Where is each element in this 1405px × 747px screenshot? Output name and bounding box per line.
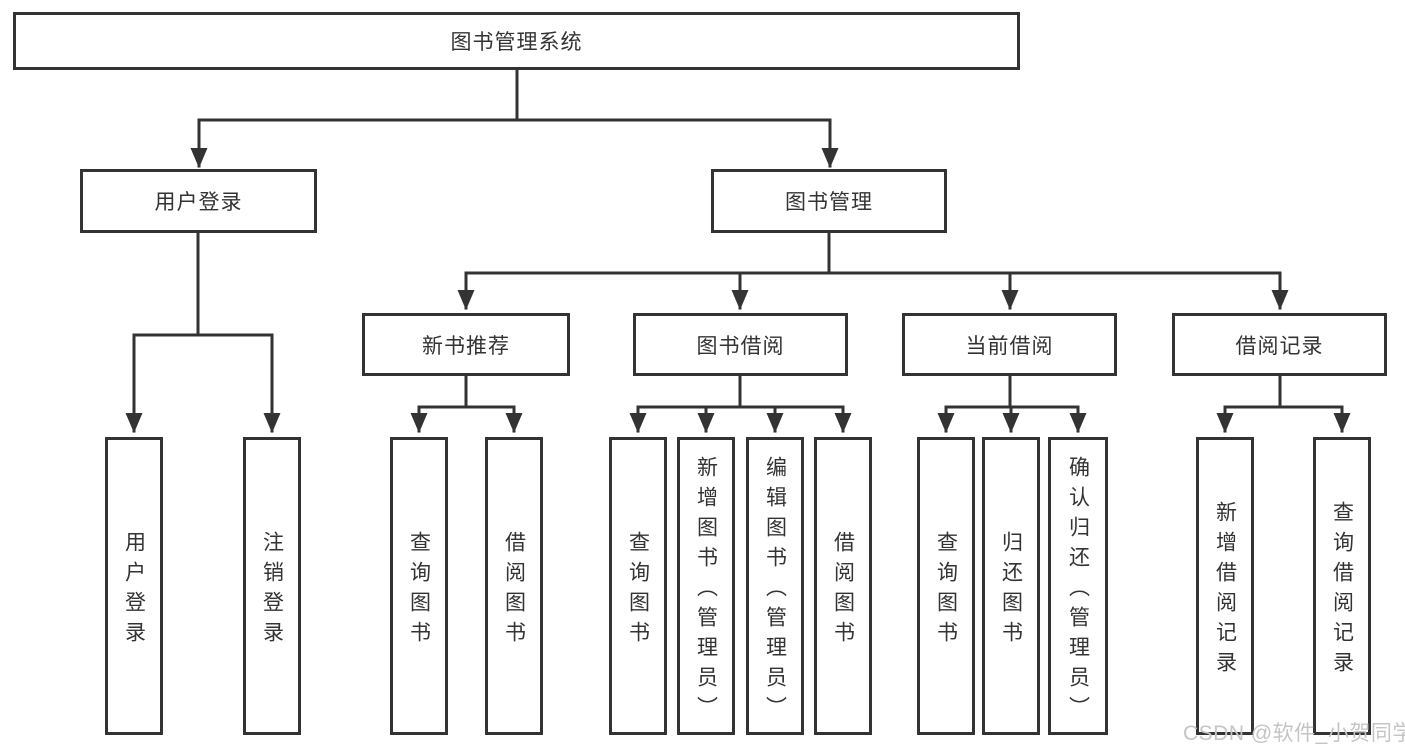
leaf-cb-confirm-return-admin: 确认归还（管理员） bbox=[1048, 437, 1108, 735]
leaf-bb-borrow-books-label: 借阅图书 bbox=[831, 530, 855, 651]
leaf-br-add-borrow-record-label: 新增借阅记录 bbox=[1213, 500, 1237, 681]
leaf-nbr-query-books: 查询图书 bbox=[390, 437, 448, 735]
node-root: 图书管理系统 bbox=[13, 12, 1020, 70]
leaf-user-login: 用户登录 bbox=[105, 437, 163, 735]
node-current-borrowing-label: 当前借阅 bbox=[965, 334, 1054, 358]
leaf-cb-query-books: 查询图书 bbox=[917, 437, 975, 735]
leaf-cb-return-books: 归还图书 bbox=[982, 437, 1040, 735]
leaf-nbr-borrow-books-label: 借阅图书 bbox=[502, 530, 526, 651]
leaf-nbr-borrow-books: 借阅图书 bbox=[485, 437, 543, 735]
node-user-login-label: 用户登录 bbox=[154, 191, 243, 214]
node-current-borrowing: 当前借阅 bbox=[902, 313, 1117, 376]
node-borrow-records: 借阅记录 bbox=[1172, 313, 1387, 376]
leaf-cb-query-books-label: 查询图书 bbox=[934, 530, 958, 651]
leaf-bb-edit-books-admin-label: 编辑图书（管理员） bbox=[763, 455, 787, 726]
leaf-br-query-borrow-record: 查询借阅记录 bbox=[1313, 437, 1371, 735]
watermark: CSDN @软件_小贺同学 bbox=[1183, 722, 1405, 745]
leaf-br-query-borrow-record-label: 查询借阅记录 bbox=[1330, 500, 1354, 681]
leaf-bb-query-books-label: 查询图书 bbox=[626, 530, 650, 651]
node-new-book-recommend-label: 新书推荐 bbox=[422, 334, 510, 358]
node-new-book-recommend: 新书推荐 bbox=[362, 313, 570, 376]
node-book-management-label: 图书管理 bbox=[785, 191, 873, 214]
leaf-nbr-query-books-label: 查询图书 bbox=[407, 530, 431, 651]
node-user-login: 用户登录 bbox=[80, 169, 317, 233]
leaf-br-add-borrow-record: 新增借阅记录 bbox=[1196, 437, 1254, 735]
leaf-bb-borrow-books: 借阅图书 bbox=[814, 437, 872, 735]
node-book-borrowing: 图书借阅 bbox=[633, 313, 848, 376]
leaf-cb-return-books-label: 归还图书 bbox=[999, 530, 1023, 651]
node-root-label: 图书管理系统 bbox=[450, 31, 583, 54]
leaf-logout-label: 注销登录 bbox=[260, 530, 284, 651]
leaf-bb-add-books-admin: 新增图书（管理员） bbox=[677, 437, 735, 735]
node-book-borrowing-label: 图书借阅 bbox=[696, 334, 785, 358]
leaf-bb-add-books-admin-label: 新增图书（管理员） bbox=[694, 455, 718, 726]
leaf-logout: 注销登录 bbox=[243, 437, 301, 735]
node-book-management: 图书管理 bbox=[711, 169, 947, 233]
leaf-bb-query-books: 查询图书 bbox=[609, 437, 667, 735]
leaf-user-login-label: 用户登录 bbox=[122, 530, 146, 651]
leaf-bb-edit-books-admin: 编辑图书（管理员） bbox=[746, 437, 804, 735]
node-borrow-records-label: 借阅记录 bbox=[1235, 334, 1324, 358]
leaf-cb-confirm-return-admin-label: 确认归还（管理员） bbox=[1066, 455, 1090, 726]
